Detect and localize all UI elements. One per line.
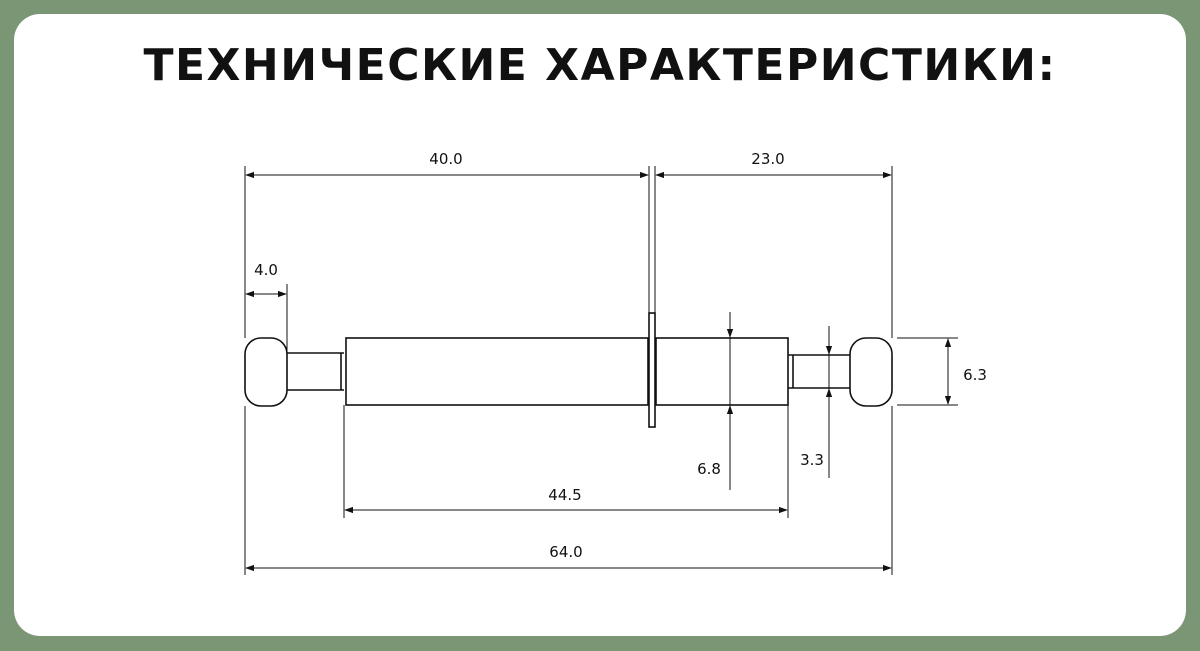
- dim-label-40: 40.0: [429, 150, 462, 168]
- right-end-cap: [849, 337, 893, 407]
- dim-label-44-5: 44.5: [548, 486, 581, 504]
- dim-label-6-8: 6.8: [697, 460, 721, 478]
- content-card: [14, 14, 1186, 636]
- page-title: ТЕХНИЧЕСКИЕ ХАРАКТЕРИСТИКИ:: [143, 40, 1057, 91]
- dim-label-4: 4.0: [254, 261, 278, 279]
- dim-label-3-3: 3.3: [800, 451, 824, 469]
- dim-label-6-3: 6.3: [963, 366, 987, 384]
- right-body: [655, 337, 789, 406]
- main-body: [345, 337, 649, 406]
- part-outline: [244, 312, 893, 428]
- dim-label-23: 23.0: [751, 150, 784, 168]
- dim-label-64: 64.0: [549, 543, 582, 561]
- flange: [648, 312, 656, 428]
- left-end-cap: [244, 337, 288, 407]
- extension-lines: [244, 166, 958, 575]
